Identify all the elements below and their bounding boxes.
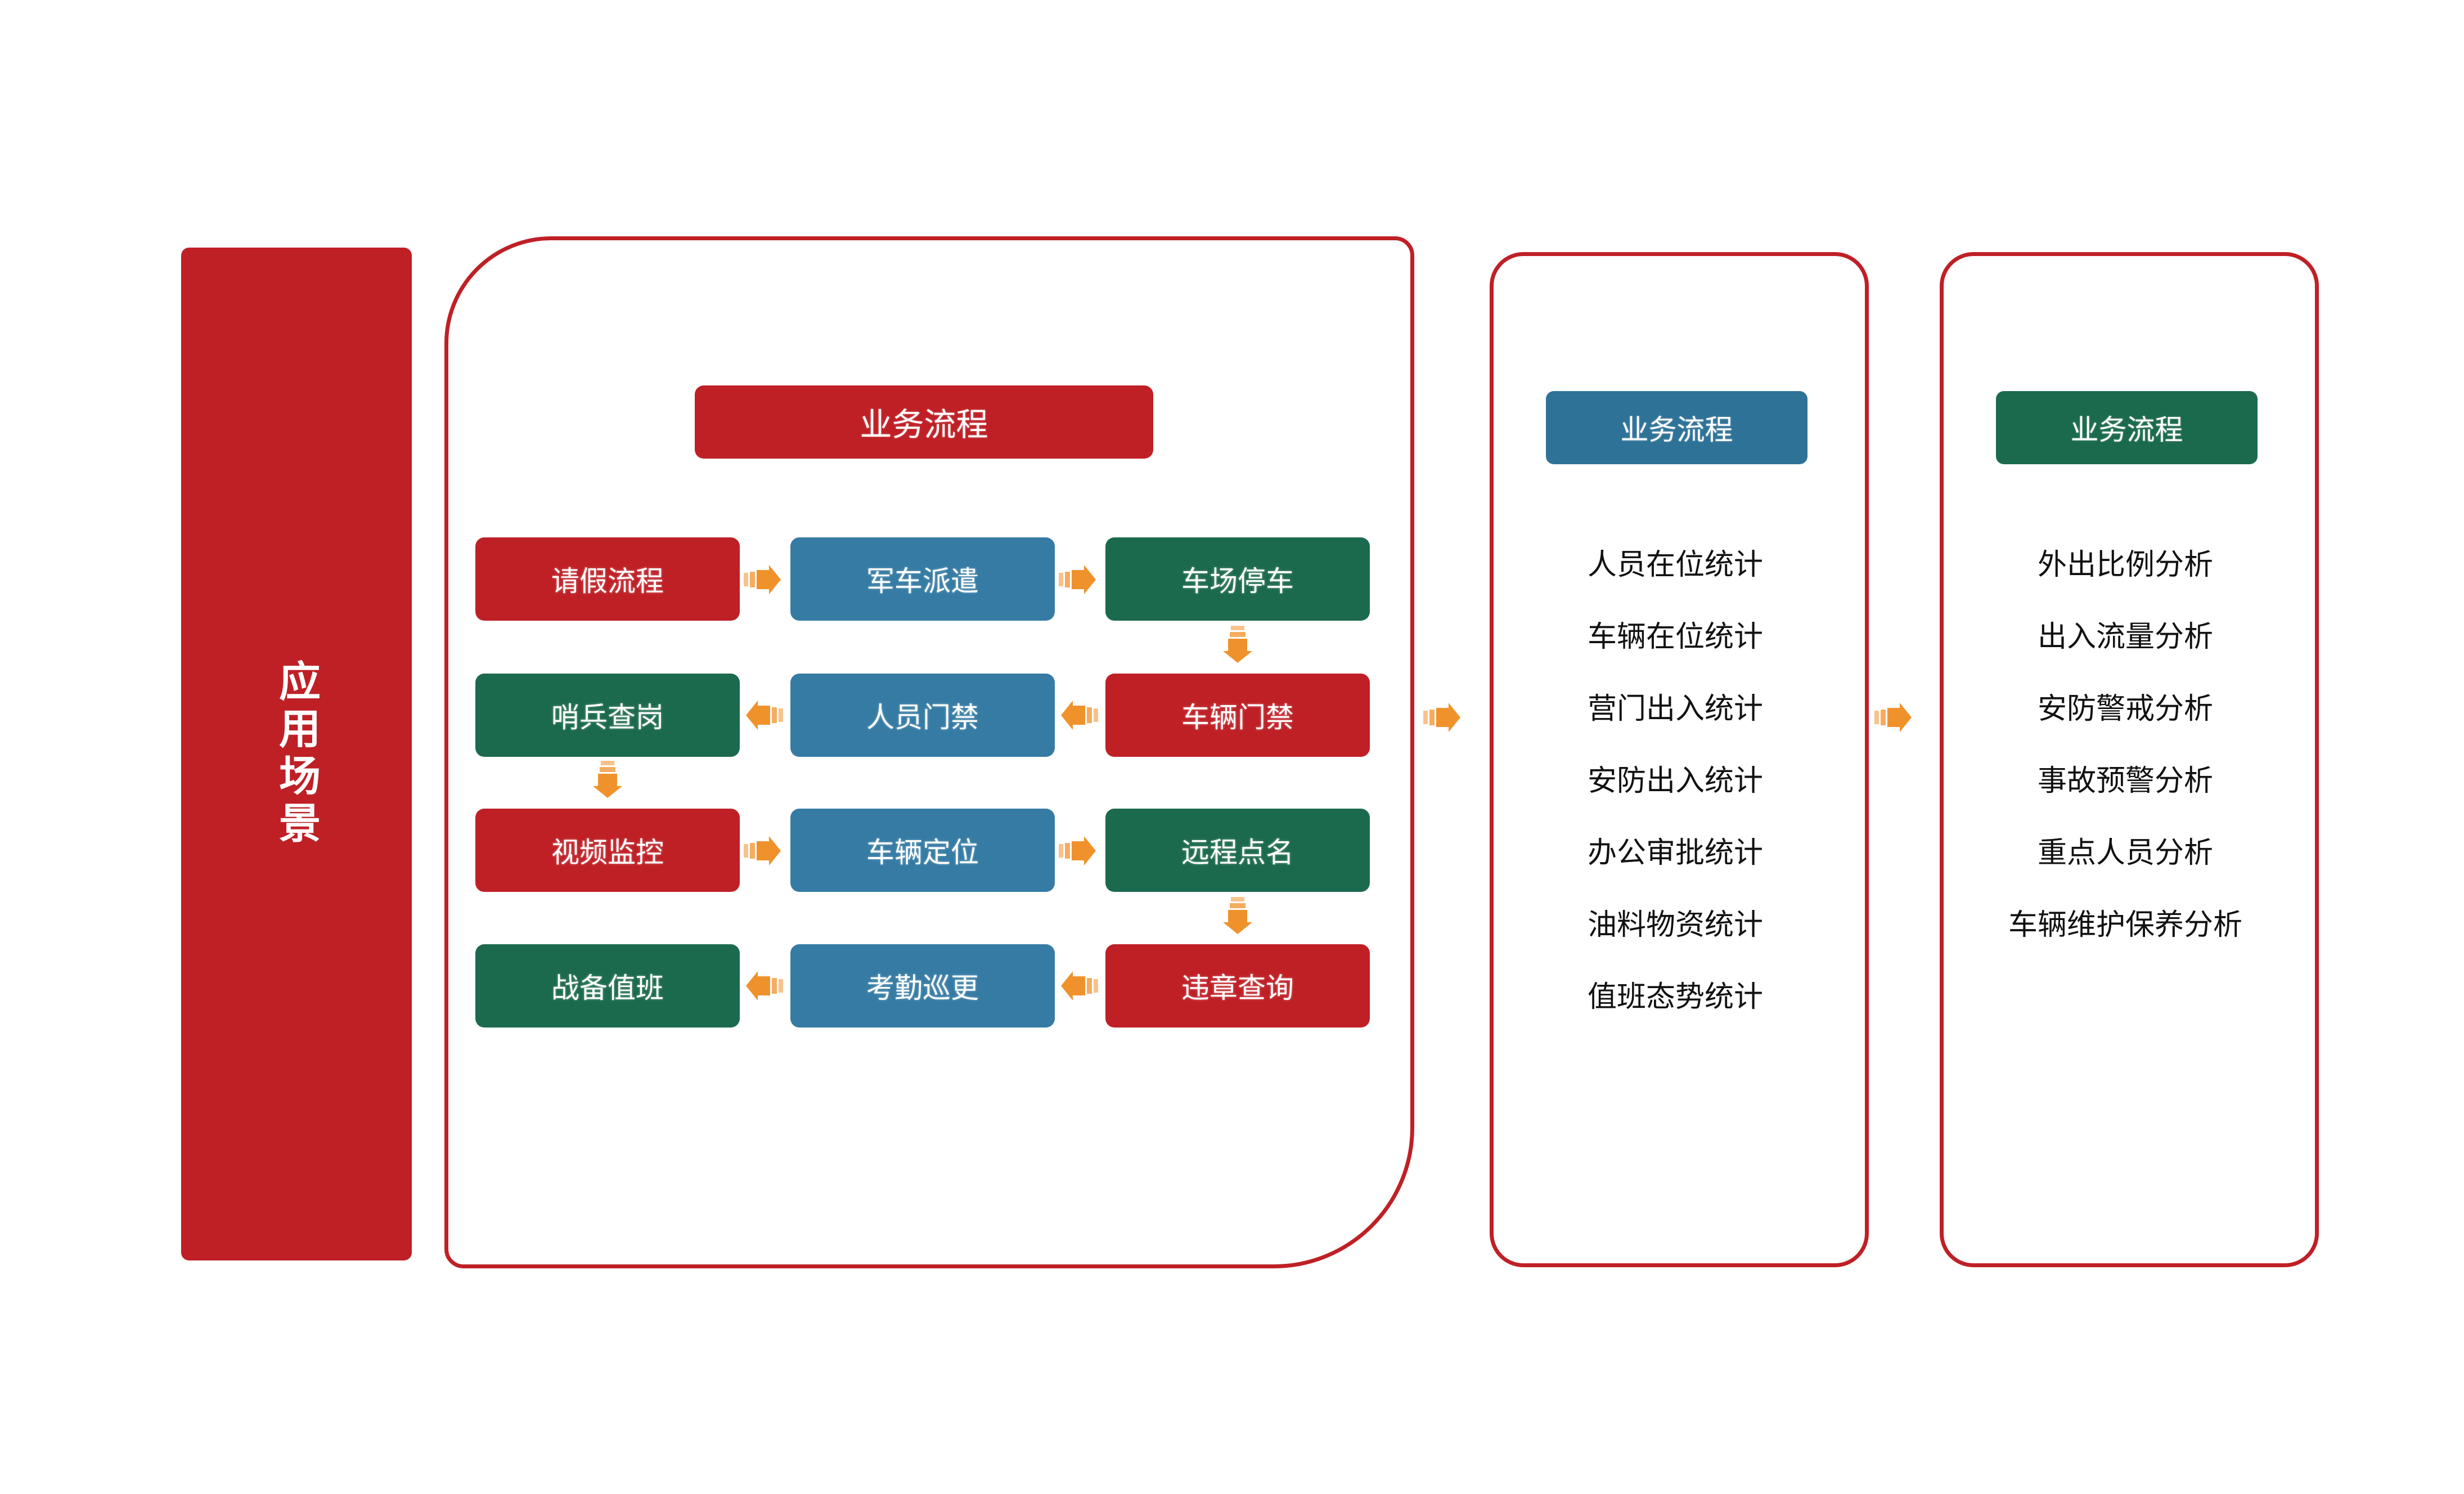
arrow-right-icon	[744, 565, 781, 594]
analysis-item-list: 外出比例分析 出入流量分析 安防警戒分析 事故预警分析 重点人员分析 车辆维护保…	[1940, 529, 2311, 961]
stats-panel-header: 业务流程	[1546, 391, 1807, 464]
arrow-down-icon	[1223, 897, 1252, 934]
list-item[interactable]: 出入流量分析	[2037, 621, 2213, 653]
flow-node-cheliang-dingwei[interactable]: 车辆定位	[790, 809, 1055, 892]
list-item[interactable]: 重点人员分析	[2037, 837, 2213, 869]
arrow-right-icon	[744, 836, 781, 865]
arrow-right-icon	[1874, 703, 1912, 732]
list-item[interactable]: 外出比例分析	[2037, 549, 2213, 581]
flow-node-kaoqin-xungeng[interactable]: 考勤巡更	[790, 944, 1055, 1028]
analysis-panel-header: 业务流程	[1996, 391, 2258, 464]
arrow-left-icon	[746, 971, 783, 1001]
list-item[interactable]: 值班态势统计	[1587, 981, 1763, 1013]
flow-node-chechang-tingche[interactable]: 车场停车	[1105, 537, 1370, 621]
arrow-right-icon	[1059, 836, 1096, 865]
flow-node-junche-paiqian[interactable]: 军车派遣	[790, 537, 1055, 621]
arrow-right-icon	[1059, 565, 1096, 594]
list-item[interactable]: 营门出入统计	[1587, 693, 1763, 725]
list-item[interactable]: 人员在位统计	[1587, 549, 1763, 581]
flow-node-yuancheng-dianming[interactable]: 远程点名	[1105, 809, 1370, 892]
list-item[interactable]: 事故预警分析	[2037, 765, 2213, 797]
list-item[interactable]: 车辆在位统计	[1587, 621, 1763, 653]
arrow-down-icon	[593, 761, 622, 798]
flow-panel-header: 业务流程	[695, 385, 1153, 459]
arrow-right-icon	[1423, 703, 1460, 732]
list-item[interactable]: 安防出入统计	[1587, 765, 1763, 797]
application-scenario-label: 应用场景	[273, 659, 320, 849]
arrow-left-icon	[1061, 971, 1098, 1001]
application-scenario-banner: 应用场景	[181, 248, 412, 1260]
list-item[interactable]: 车辆维护保养分析	[2008, 909, 2242, 941]
flow-node-shipin-jiankong[interactable]: 视频监控	[475, 809, 740, 892]
flow-node-renyuan-menjin[interactable]: 人员门禁	[790, 674, 1055, 757]
flow-node-weizhang-chaxun[interactable]: 违章查询	[1105, 944, 1370, 1028]
arrow-left-icon	[1061, 701, 1098, 730]
list-item[interactable]: 油料物资统计	[1587, 909, 1763, 941]
arrow-down-icon	[1223, 626, 1252, 663]
flow-node-zhanbei-zhiban[interactable]: 战备值班	[475, 944, 740, 1028]
list-item[interactable]: 办公审批统计	[1587, 837, 1763, 869]
flow-node-shaobing-chagang[interactable]: 哨兵查岗	[475, 674, 740, 757]
flow-node-qingjia-liucheng[interactable]: 请假流程	[475, 537, 740, 621]
list-item[interactable]: 安防警戒分析	[2037, 693, 2213, 725]
arrow-left-icon	[746, 701, 783, 730]
stats-item-list: 人员在位统计 车辆在位统计 营门出入统计 安防出入统计 办公审批统计 油料物资统…	[1490, 529, 1861, 1033]
flow-node-cheliang-menjin[interactable]: 车辆门禁	[1105, 674, 1370, 757]
